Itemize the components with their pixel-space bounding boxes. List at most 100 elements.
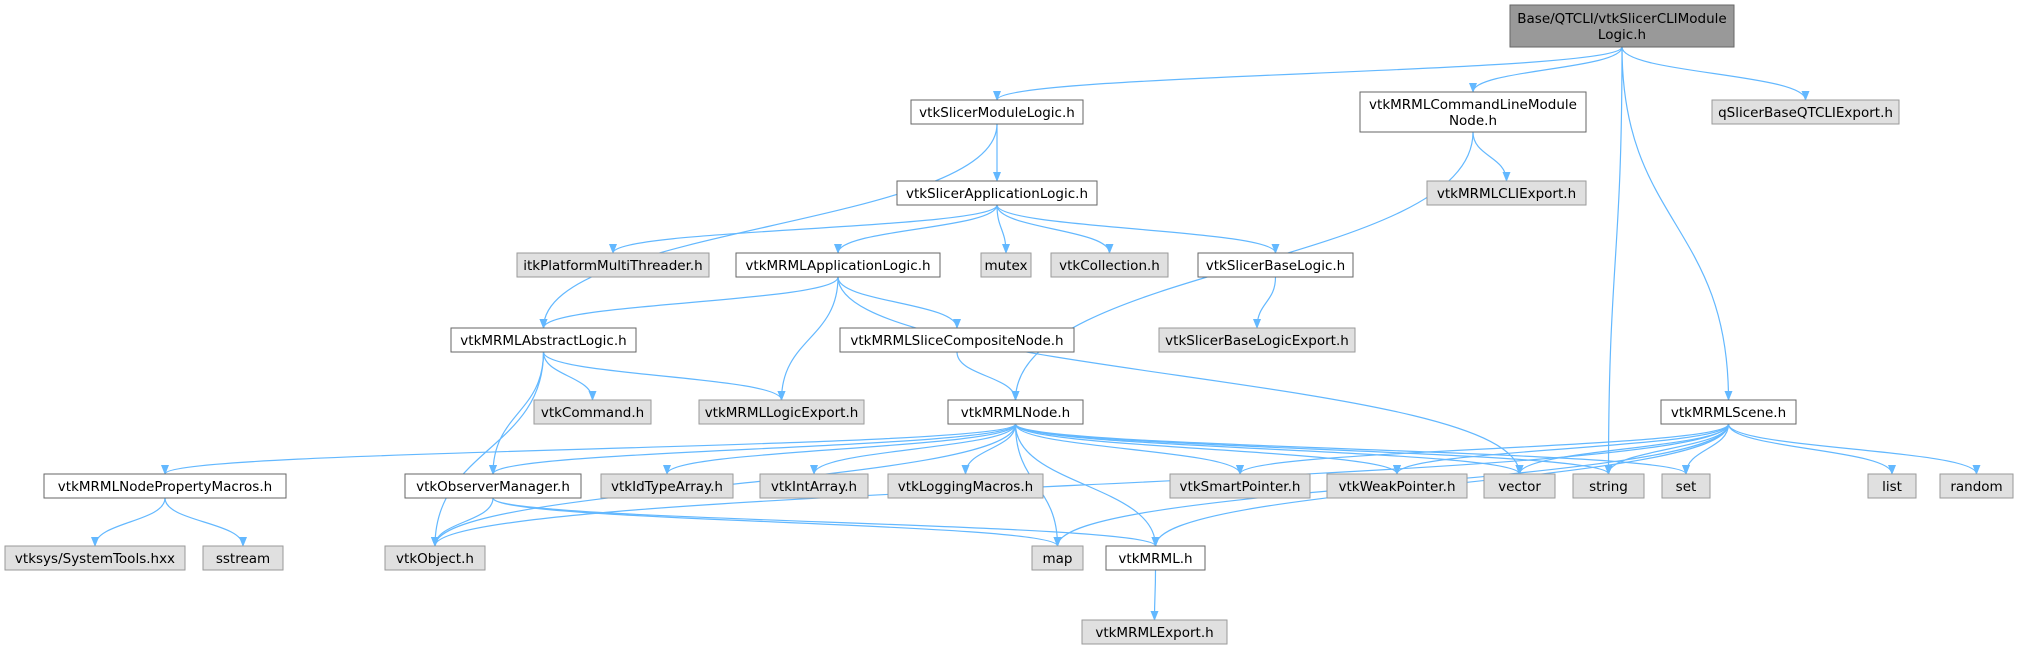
edge-n16-to-n27 (1014, 423, 1690, 475)
node-box (759, 473, 869, 499)
node-n31: sstream (202, 545, 284, 571)
node-n15: vtkMRMLLogicExport.h (698, 399, 865, 425)
node-label: qSlicerBaseQTCLIExport.h (1718, 105, 1893, 121)
node-label: vtkSlicerBaseLogic.h (1206, 258, 1345, 274)
edge-n4-to-n8 (996, 204, 1010, 254)
node-n9: vtkCollection.h (1050, 252, 1169, 278)
node-n16[interactable]: vtkMRMLNode.h (947, 399, 1084, 425)
node-box (1197, 252, 1354, 278)
node-n22: vtkLoggingMacros.h (887, 473, 1044, 499)
node-box (1867, 473, 1917, 499)
node-label: vtkWeakPointer.h (1338, 479, 1455, 495)
edge-n13-to-n16 (956, 351, 1020, 401)
node-label: vtkMRMLNodePropertyMacros.h (58, 479, 272, 495)
node-box (202, 545, 284, 571)
edge-n17-to-n25 (1515, 423, 1730, 475)
edge-root-to-n2 (1469, 46, 1623, 93)
node-box (1158, 327, 1356, 353)
node-box (1509, 4, 1735, 48)
node-n8: mutex (980, 252, 1032, 278)
edge-n7-to-n13 (837, 276, 961, 329)
node-box (516, 252, 710, 278)
edge-layer (91, 46, 1981, 621)
node-n13[interactable]: vtkMRMLSliceCompositeNode.h (839, 327, 1075, 353)
edge-n4-to-n10 (996, 204, 1280, 254)
edge-n16-to-n20 (663, 423, 1017, 475)
node-label: Node.h (1449, 113, 1497, 129)
node-n28: list (1867, 473, 1917, 499)
node-box (43, 473, 287, 499)
node-box (1326, 473, 1468, 499)
node-box (533, 399, 652, 425)
edge-n18-to-n30 (91, 497, 166, 547)
node-label: vtkMRMLApplicationLogic.h (745, 258, 930, 274)
edge-root-to-n26 (1604, 46, 1623, 475)
node-n34[interactable]: vtkMRML.h (1105, 545, 1206, 571)
edge-n17-to-n26 (1604, 423, 1730, 475)
node-label: Logic.h (1598, 27, 1646, 43)
node-label: vtkCollection.h (1059, 258, 1160, 274)
node-label: string (1589, 479, 1628, 495)
edge-n18-to-n31 (164, 497, 247, 547)
node-box (910, 99, 1084, 125)
node-label: vtkMRMLNode.h (961, 405, 1070, 421)
node-n19[interactable]: vtkObserverManager.h (404, 473, 582, 499)
node-n12[interactable]: vtkMRMLAbstractLogic.h (450, 327, 637, 353)
node-box (4, 545, 186, 571)
edge-n17-to-n29 (1727, 423, 1981, 475)
edge-n17-to-n24 (1393, 423, 1730, 475)
node-box (404, 473, 582, 499)
edge-root-to-n1 (993, 46, 1623, 101)
node-box (600, 473, 734, 499)
node-label: mutex (984, 258, 1027, 274)
edge-n17-to-n23 (1236, 423, 1730, 475)
node-n11: vtkSlicerBaseLogicExport.h (1158, 327, 1356, 353)
edge-n16-to-n24 (1014, 423, 1401, 475)
node-label: vtkIdTypeArray.h (611, 479, 723, 495)
node-label: vtkLoggingMacros.h (898, 479, 1033, 495)
edge-n16-to-n18 (161, 423, 1017, 475)
node-n10[interactable]: vtkSlicerBaseLogic.h (1197, 252, 1354, 278)
edge-n17-to-n27 (1682, 423, 1730, 475)
node-box (384, 545, 486, 571)
node-box (1661, 473, 1711, 499)
node-n23: vtkSmartPointer.h (1169, 473, 1311, 499)
edge-n16-to-n23 (1014, 423, 1244, 475)
edge-n16-to-n19 (489, 423, 1017, 475)
node-box (1711, 99, 1900, 125)
node-n27: set (1661, 473, 1711, 499)
node-label: random (1950, 479, 2002, 495)
node-label: list (1882, 479, 1902, 495)
node-n21: vtkIntArray.h (759, 473, 869, 499)
node-label: vtkSlicerModuleLogic.h (919, 105, 1075, 121)
node-box (1105, 545, 1206, 571)
node-box (1939, 473, 2014, 499)
node-n1[interactable]: vtkSlicerModuleLogic.h (910, 99, 1084, 125)
node-label: vtkMRMLSliceCompositeNode.h (850, 333, 1063, 349)
node-n4[interactable]: vtkSlicerApplicationLogic.h (896, 180, 1098, 206)
edge-n16-to-n26 (1014, 423, 1613, 475)
node-n30: vtksys/SystemTools.hxx (4, 545, 186, 571)
node-box (698, 399, 865, 425)
node-label: vtkMRMLCommandLineModule (1369, 97, 1577, 113)
edge-n19-to-n34 (492, 497, 1160, 547)
node-label: map (1043, 551, 1073, 567)
node-label: vtkSlicerApplicationLogic.h (906, 186, 1088, 202)
edge-root-to-n3 (1621, 46, 1810, 101)
edge-n16-to-n25 (1014, 423, 1524, 475)
node-box (1483, 473, 1556, 499)
edge-n7-to-n15 (777, 276, 839, 401)
node-n17[interactable]: vtkMRMLScene.h (1660, 399, 1797, 425)
node-n18[interactable]: vtkMRMLNodePropertyMacros.h (43, 473, 287, 499)
node-box (1572, 473, 1645, 499)
node-label: Base/QTCLI/vtkSlicerCLIModule (1517, 11, 1726, 27)
node-n7[interactable]: vtkMRMLApplicationLogic.h (735, 252, 941, 278)
node-box (947, 399, 1084, 425)
node-label: vtkObject.h (396, 551, 474, 567)
node-label: vtkCommand.h (541, 405, 644, 421)
node-n3: qSlicerBaseQTCLIExport.h (1711, 99, 1900, 125)
edge-n12-to-n32 (431, 351, 545, 547)
